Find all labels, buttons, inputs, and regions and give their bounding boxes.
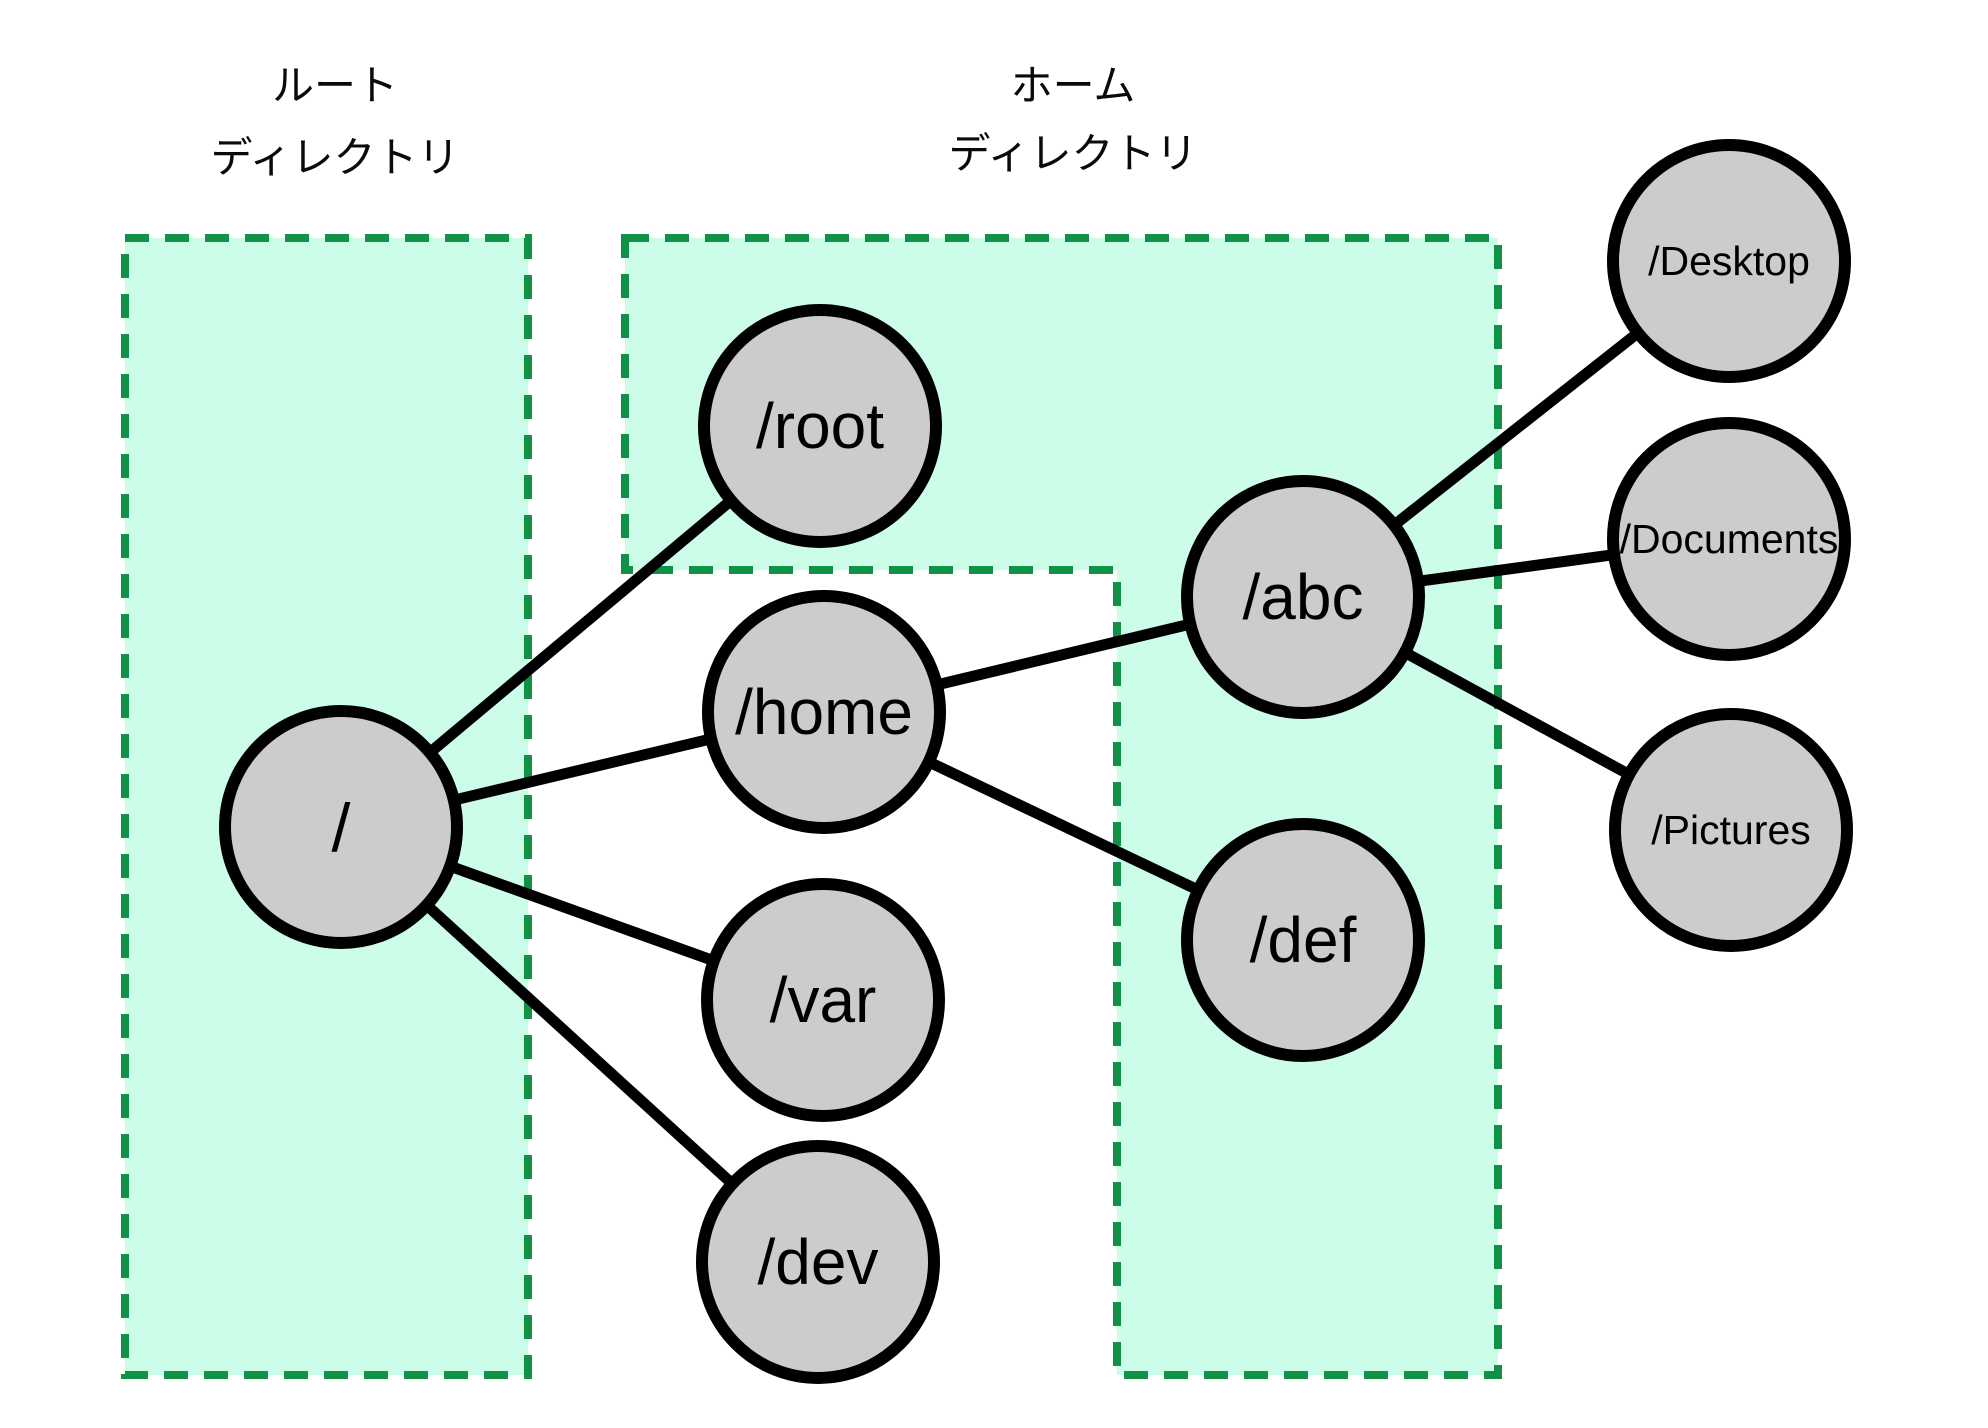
node-documents: /Documents — [1607, 417, 1851, 661]
node-dev-label: /dev — [758, 1226, 879, 1298]
root-directory-title-line1: ルート — [272, 62, 398, 109]
node-documents-circle — [1607, 417, 1851, 661]
root-directory-title-line2: ディレクトリ — [210, 134, 459, 181]
node-home-circle — [702, 590, 946, 834]
node-def: /def — [1181, 818, 1425, 1062]
home-directory-title-line2: ディレクトリ — [948, 130, 1197, 177]
node-var-label: /var — [770, 964, 877, 1036]
node-pictures-circle — [1609, 708, 1853, 952]
node-home: /home — [702, 590, 946, 834]
node-pictures: /Pictures — [1609, 708, 1853, 952]
node-dev-circle — [696, 1140, 940, 1384]
node-var-circle — [701, 878, 945, 1122]
node-pictures-label: /Pictures — [1651, 807, 1811, 853]
node-desktop-label: /Desktop — [1648, 238, 1810, 284]
node-def-circle — [1181, 818, 1425, 1062]
node-home-label: /home — [735, 676, 913, 748]
node-root-label: /root — [756, 390, 884, 462]
node-desktop: /Desktop — [1607, 139, 1851, 383]
node-root: /root — [698, 304, 942, 548]
node-dev: /dev — [696, 1140, 940, 1384]
node-abc: /abc — [1181, 475, 1425, 719]
node-slash-circle — [219, 705, 463, 949]
node-documents-label: /Documents — [1620, 516, 1839, 562]
node-root-circle — [698, 304, 942, 548]
node-abc-label: /abc — [1243, 561, 1364, 633]
node-abc-circle — [1181, 475, 1425, 719]
home-directory-title-line1: ホーム — [1011, 62, 1136, 109]
node-def-label: /def — [1250, 904, 1357, 976]
node-desktop-circle — [1607, 139, 1851, 383]
node-var: /var — [701, 878, 945, 1122]
node-slash: / — [219, 705, 463, 949]
node-slash-label: / — [332, 790, 351, 866]
